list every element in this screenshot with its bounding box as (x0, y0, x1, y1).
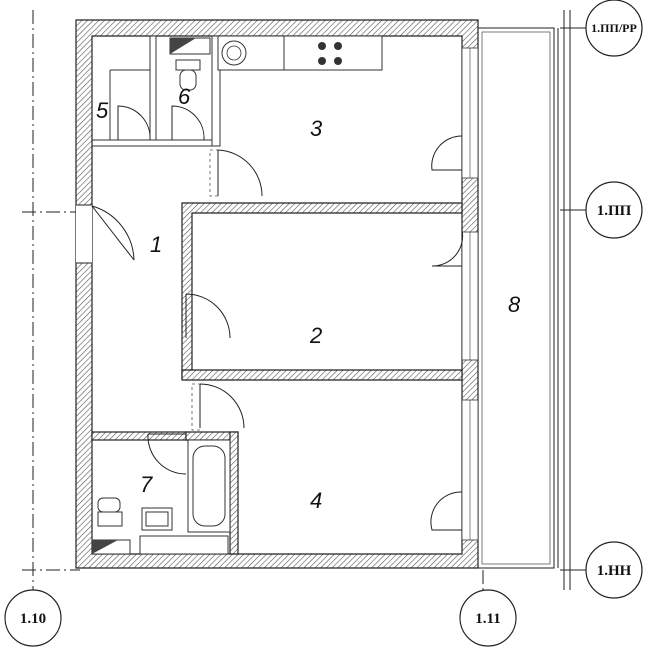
room-label-8: 8 (508, 292, 521, 317)
riser-icon (91, 37, 211, 555)
axis-marker-pp: 1.ПП (585, 181, 643, 239)
svg-text:1.11: 1.11 (475, 611, 500, 627)
interior-walls (91, 35, 463, 555)
toilet-icon (175, 59, 201, 91)
room-label-2: 2 (309, 323, 322, 348)
axis-marker-1-11: 1.11 (459, 589, 517, 647)
axis-marker-1-10: 1.10 (4, 589, 62, 647)
doors (91, 105, 464, 531)
sink-icon (221, 40, 247, 66)
svg-text:1.НН: 1.НН (597, 563, 632, 579)
room-label-5: 5 (96, 98, 109, 123)
axis-marker-pp-rr: 1.ПП/РР (585, 0, 643, 57)
kitchen-fixtures (217, 35, 383, 71)
washer-icon (139, 535, 229, 555)
room-label-1: 1 (150, 232, 162, 257)
room-label-3: 3 (310, 116, 323, 141)
axis-lines (22, 10, 588, 595)
stove-icon (318, 42, 342, 65)
svg-text:1.ПП: 1.ПП (597, 203, 632, 219)
toilet-icon-2 (97, 497, 123, 527)
room-label-6: 6 (178, 84, 191, 109)
balcony (477, 10, 571, 590)
svg-text:1.10: 1.10 (20, 611, 46, 627)
room-label-7: 7 (140, 472, 153, 497)
room-label-4: 4 (310, 488, 322, 513)
axis-marker-nn: 1.НН (585, 541, 643, 599)
bathtub-icon (187, 439, 231, 533)
svg-text:1.ПП/РР: 1.ПП/РР (591, 21, 637, 35)
washbasin-icon (141, 507, 173, 531)
room-labels: 1 2 3 4 5 6 7 8 (96, 84, 521, 513)
exterior-walls (75, 19, 479, 569)
